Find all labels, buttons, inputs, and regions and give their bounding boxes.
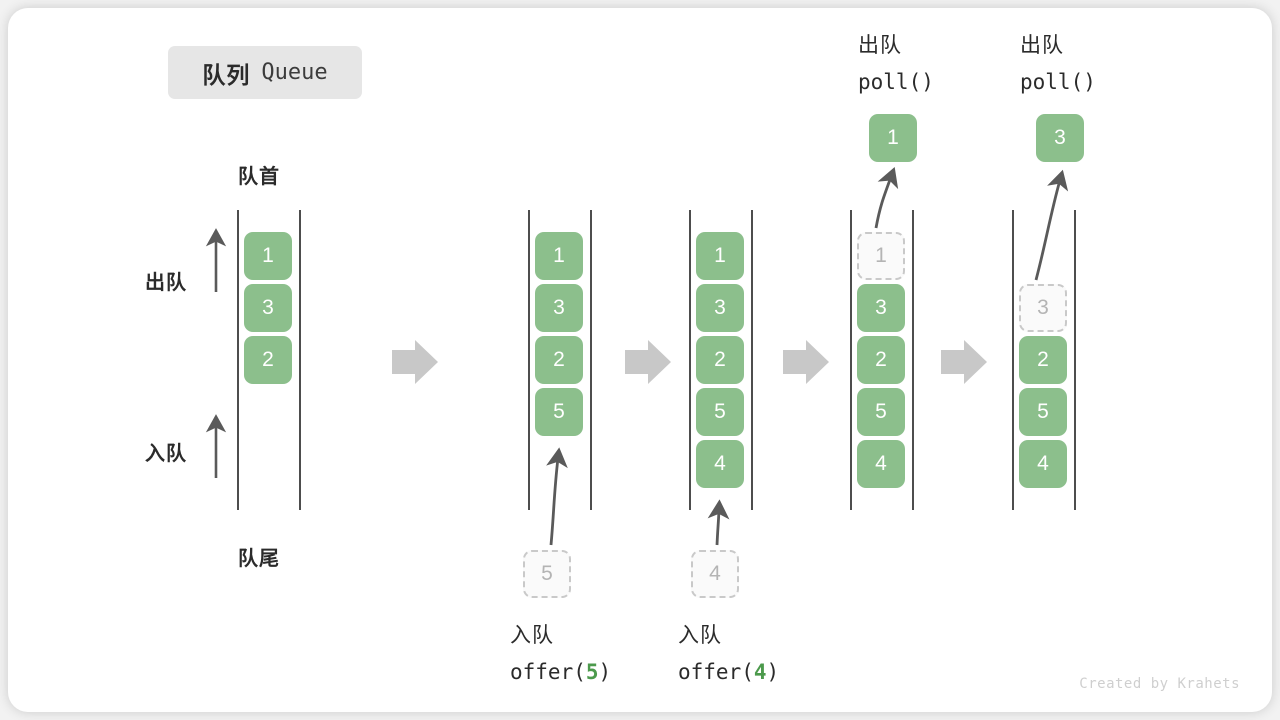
queue-cell: 4: [696, 440, 744, 488]
queue-cell: 2: [535, 336, 583, 384]
op-label-offer5: 入队 offer(5): [510, 618, 611, 690]
title-badge: 队列 Queue: [168, 46, 362, 99]
queue-cell: 1: [535, 232, 583, 280]
ghost-cell-poll3: 3: [1019, 284, 1067, 332]
queue-cell: 1: [696, 232, 744, 280]
rail-right-col2: [590, 210, 592, 510]
white-card: [8, 8, 1272, 712]
queue-cell: 1: [244, 232, 292, 280]
queue-cell: 5: [535, 388, 583, 436]
rail-left-col3: [689, 210, 691, 510]
op-offer5-arg: 5: [585, 660, 599, 684]
label-front: 队首: [238, 166, 280, 188]
op-poll1-code: poll(): [858, 70, 934, 94]
label-enqueue-direction: 入队: [145, 443, 187, 465]
queue-cell: 3: [696, 284, 744, 332]
title-english: Queue: [261, 60, 328, 85]
rail-right-col3: [751, 210, 753, 510]
rail-left-col1: [237, 210, 239, 510]
op-offer4-chinese: 入队: [678, 624, 722, 647]
queue-cell: 2: [857, 336, 905, 384]
op-offer5-code: offer(5): [510, 660, 612, 684]
ghost-cell-poll1: 1: [857, 232, 905, 280]
op-poll3-code: poll(): [1020, 70, 1096, 94]
queue-cell: 4: [1019, 440, 1067, 488]
op-label-poll1: 出队 poll(): [858, 28, 934, 100]
op-poll3-chinese: 出队: [1020, 34, 1064, 57]
queue-cell: 4: [857, 440, 905, 488]
queue-cell: 3: [244, 284, 292, 332]
ghost-cell-offer4: 4: [691, 550, 739, 598]
queue-cell: 2: [244, 336, 292, 384]
queue-cell: 2: [696, 336, 744, 384]
rail-left-col2: [528, 210, 530, 510]
ghost-cell-offer5: 5: [523, 550, 571, 598]
queue-cell: 3: [535, 284, 583, 332]
watermark-credit: Created by Krahets: [1079, 676, 1240, 692]
queue-cell: 5: [1019, 388, 1067, 436]
title-chinese: 队列: [202, 61, 251, 88]
op-label-offer4: 入队 offer(4): [678, 618, 779, 690]
queue-cell: 2: [1019, 336, 1067, 384]
op-offer5-chinese: 入队: [510, 624, 554, 647]
rail-right-col1: [299, 210, 301, 510]
rail-left-col5: [1012, 210, 1014, 510]
label-dequeue-direction: 出队: [145, 272, 187, 294]
op-offer4-arg: 4: [753, 660, 767, 684]
label-rear: 队尾: [238, 548, 280, 570]
queue-cell: 3: [857, 284, 905, 332]
queue-cell: 5: [857, 388, 905, 436]
poll-result-3: 3: [1036, 114, 1084, 162]
queue-cell: 5: [696, 388, 744, 436]
poll-result-1: 1: [869, 114, 917, 162]
op-label-poll3: 出队 poll(): [1020, 28, 1096, 100]
op-offer4-code: offer(4): [678, 660, 780, 684]
rail-right-col5: [1074, 210, 1076, 510]
rail-right-col4: [912, 210, 914, 510]
op-poll1-chinese: 出队: [858, 34, 902, 57]
rail-left-col4: [850, 210, 852, 510]
